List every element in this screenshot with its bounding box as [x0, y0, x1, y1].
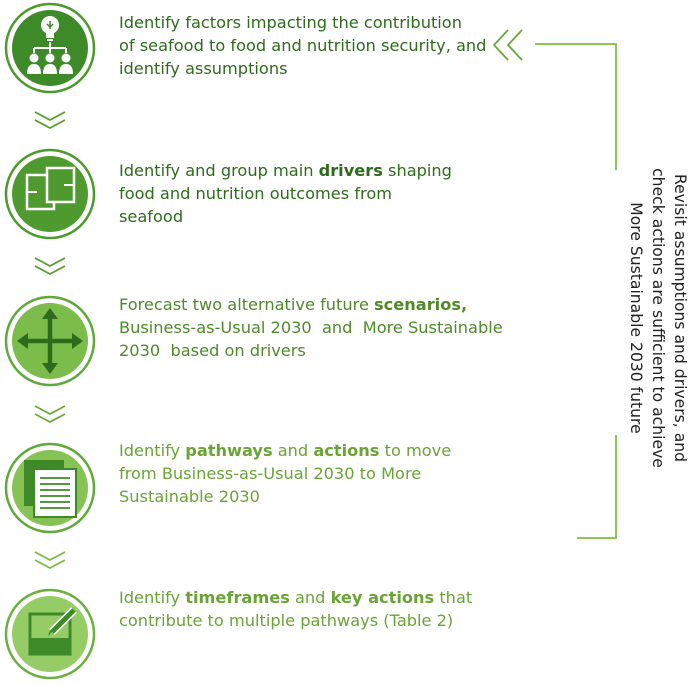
step-text-line: from Business-as-Usual 2030 to More	[119, 462, 509, 485]
keyword-bold: key actions	[330, 588, 435, 607]
chevron-down-icon	[34, 111, 66, 130]
step-3-text: Forecast two alternative future scenario…	[119, 293, 509, 362]
step-text-line: identify assumptions	[119, 57, 509, 80]
keyword-bold: timeframes	[185, 588, 290, 607]
text-segment: Forecast two alternative future	[119, 295, 375, 314]
text-segment: Identify	[119, 441, 186, 460]
step-1-text: Identify factors impacting the contribut…	[119, 11, 509, 80]
keyword-bold: actions	[313, 441, 380, 460]
text-segment: from Business-as-Usual 2030 to More	[119, 464, 422, 483]
lightbulb-people-icon	[4, 2, 96, 94]
chevron-down-icon	[34, 551, 66, 570]
keyword-bold: scenarios,	[374, 295, 468, 314]
step-5: Identify timeframes and key actions that…	[0, 588, 520, 684]
step-text-line: of seafood to food and nutrition securit…	[119, 34, 509, 57]
step-text-line: Business-as-Usual 2030 and More Sustaina…	[119, 316, 509, 339]
text-segment: contribute to multiple pathways (Table 2…	[119, 611, 454, 630]
step-4-text: Identify pathways and actions to move fro…	[119, 439, 509, 508]
text-segment: identify assumptions	[119, 59, 288, 78]
double-chevron-left-icon	[492, 29, 523, 61]
grouped-pages-icon	[4, 148, 96, 240]
four-way-arrows-icon	[4, 295, 96, 387]
feedback-bracket	[535, 43, 617, 539]
text-segment: of seafood to food and nutrition securit…	[119, 36, 487, 55]
pencil-edit-icon	[4, 588, 96, 680]
feedback-note-line: More Sustainable 2030 future	[627, 202, 645, 434]
keyword-bold: drivers	[318, 161, 383, 180]
keyword-bold: pathways	[185, 441, 273, 460]
step-3: Forecast two alternative future scenario…	[0, 295, 520, 395]
step-text-line: food and nutrition outcomes from	[119, 182, 509, 205]
step-1: Identify factors impacting the contribut…	[0, 0, 520, 110]
text-segment: and	[272, 441, 314, 460]
text-segment: to move	[379, 441, 452, 460]
step-text-line: contribute to multiple pathways (Table 2…	[119, 609, 509, 632]
chevron-down-icon	[34, 405, 66, 424]
step-text-line: Forecast two alternative future scenario…	[119, 293, 509, 316]
feedback-note-line: Revisit assumptions and drivers, and	[671, 173, 689, 463]
feedback-note: Revisit assumptions and drivers, and che…	[626, 168, 690, 468]
feedback-note-line: check actions are sufficient to achieve	[649, 168, 667, 468]
step-2-text: Identify and group main drivers shaping f…	[119, 159, 509, 228]
step-text-line: Identify and group main drivers shaping	[119, 159, 509, 182]
text-segment: Sustainable 2030	[119, 487, 260, 506]
step-text-line: Identify factors impacting the contribut…	[119, 11, 509, 34]
text-segment: Identify and group main	[119, 161, 319, 180]
text-segment: food and nutrition outcomes from	[119, 184, 392, 203]
step-text-line: seafood	[119, 205, 509, 228]
text-segment: Business-as-Usual 2030 and More Sustaina…	[119, 318, 503, 337]
document-stack-icon	[4, 442, 96, 534]
text-segment: Identify	[119, 588, 186, 607]
chevron-down-icon	[34, 257, 66, 276]
step-text-line: Identify timeframes and key actions that	[119, 586, 509, 609]
text-segment: 2030 based on drivers	[119, 341, 306, 360]
step-text-line: Sustainable 2030	[119, 485, 509, 508]
step-4: Identify pathways and actions to move fro…	[0, 439, 520, 542]
text-segment: seafood	[119, 207, 184, 226]
step-text-line: Identify pathways and actions to move	[119, 439, 509, 462]
text-segment: and	[289, 588, 331, 607]
step-2: Identify and group main drivers shaping f…	[0, 148, 520, 248]
text-segment: shaping	[382, 161, 452, 180]
step-5-text: Identify timeframes and key actions that…	[119, 586, 509, 632]
text-segment: Identify factors impacting the contribut…	[119, 13, 462, 32]
step-text-line: 2030 based on drivers	[119, 339, 509, 362]
text-segment: that	[434, 588, 473, 607]
